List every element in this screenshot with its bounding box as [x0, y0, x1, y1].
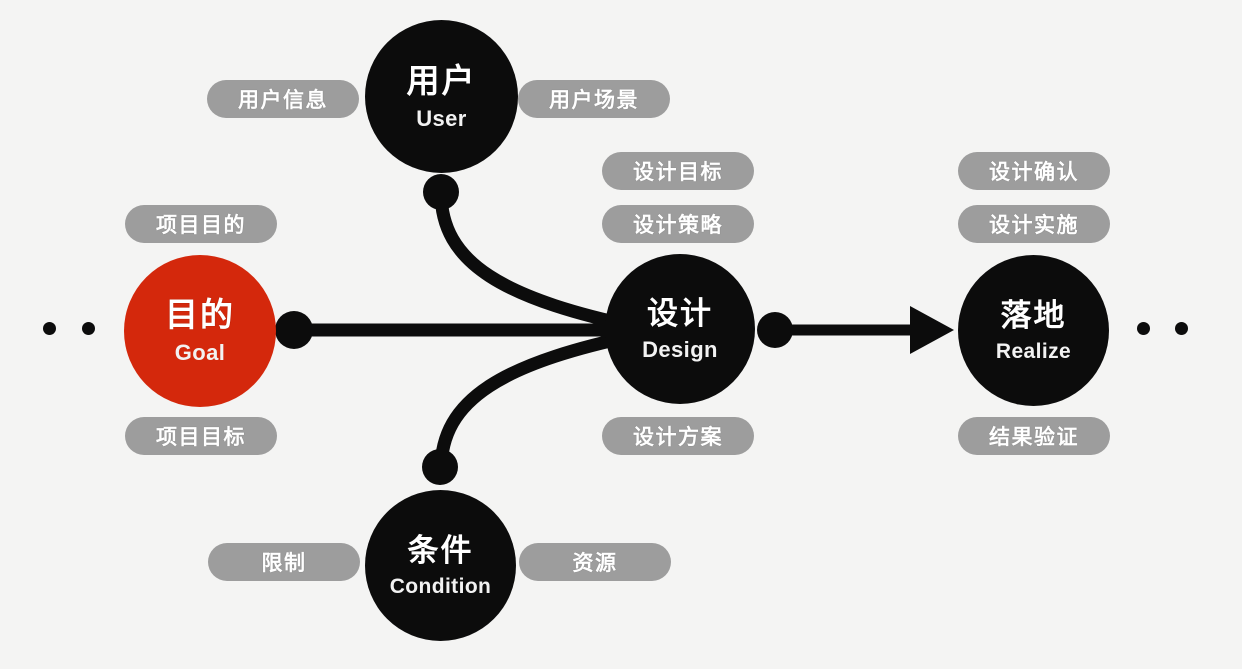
- node-design-cn: 设计: [647, 295, 713, 331]
- node-realize: 落地 Realize: [958, 255, 1109, 406]
- arrow-head-icon: [910, 306, 954, 354]
- node-condition: 条件 Condition: [365, 490, 516, 641]
- knob-condition: [422, 449, 458, 485]
- node-goal: 目的 Goal: [124, 255, 276, 407]
- tag-result-verify: 结果验证: [958, 417, 1110, 455]
- knob-user: [423, 174, 459, 210]
- tag-constraint: 限制: [208, 543, 360, 581]
- tag-design-confirm: 设计确认: [958, 152, 1110, 190]
- node-user-en: User: [416, 105, 467, 131]
- node-design: 设计 Design: [605, 254, 755, 404]
- node-goal-cn: 目的: [165, 296, 235, 333]
- tag-project-objective-label: 项目目标: [156, 426, 246, 449]
- node-design-en: Design: [642, 336, 718, 362]
- tag-project-purpose-label: 项目目的: [156, 214, 246, 237]
- tag-resource-label: 资源: [572, 552, 618, 575]
- edge-condition-to-design: [434, 325, 659, 477]
- tag-user-scene-label: 用户场景: [549, 89, 639, 112]
- tag-design-goal: 设计目标: [602, 152, 754, 190]
- tag-design-confirm-label: 设计确认: [989, 161, 1079, 184]
- tag-constraint-label: 限制: [261, 552, 307, 575]
- node-condition-en: Condition: [389, 574, 492, 598]
- tag-design-implement-label: 设计实施: [989, 214, 1079, 237]
- ellipsis-dot-left-2: [82, 322, 95, 335]
- tag-design-strategy-label: 设计策略: [633, 214, 723, 237]
- tag-user-scene: 用户场景: [518, 80, 670, 118]
- node-user-cn: 用户: [406, 61, 477, 99]
- edge-user-to-design: [434, 185, 659, 337]
- node-condition-cn: 条件: [407, 532, 474, 568]
- node-realize-cn: 落地: [1000, 297, 1067, 333]
- tag-user-info: 用户信息: [207, 80, 359, 118]
- tag-design-plan-label: 设计方案: [633, 426, 723, 449]
- tag-design-strategy: 设计策略: [602, 205, 754, 243]
- ellipsis-dot-left-1: [43, 322, 56, 335]
- knob-goal: [275, 311, 313, 349]
- tag-design-implement: 设计实施: [958, 205, 1110, 243]
- node-realize-en: Realize: [995, 339, 1072, 363]
- tag-project-objective: 项目目标: [125, 417, 277, 455]
- tag-design-plan: 设计方案: [602, 417, 754, 455]
- node-goal-en: Goal: [174, 340, 226, 365]
- tag-user-info-label: 用户信息: [238, 89, 328, 112]
- knob-design: [757, 312, 793, 348]
- tag-resource: 资源: [519, 543, 671, 581]
- node-user: 用户 User: [365, 20, 518, 173]
- tag-design-goal-label: 设计目标: [633, 161, 723, 184]
- tag-project-purpose: 项目目的: [125, 205, 277, 243]
- ellipsis-dot-right-1: [1137, 322, 1150, 335]
- tag-result-verify-label: 结果验证: [989, 426, 1079, 449]
- ellipsis-dot-right-2: [1175, 322, 1188, 335]
